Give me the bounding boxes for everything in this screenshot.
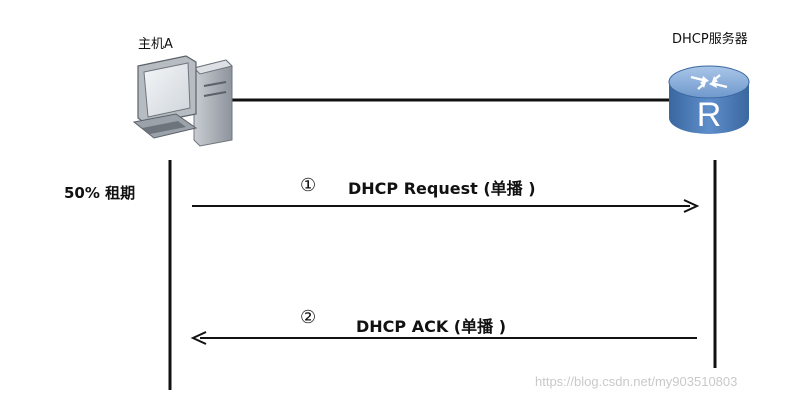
router-icon-letter: R <box>697 96 722 134</box>
server-label: DHCP服务器 <box>672 32 748 47</box>
step-2-message: DHCP ACK (单播 ) <box>356 317 507 336</box>
host-label: 主机A <box>138 37 173 52</box>
lease-label: 50% 租期 <box>64 184 136 202</box>
router-icon <box>668 65 750 134</box>
watermark-text: https://blog.csdn.net/my903510803 <box>535 374 738 389</box>
step-1-message: DHCP Request (单播 ) <box>348 179 536 198</box>
step-1-number: ① <box>300 175 317 196</box>
desktop-computer-icon <box>132 55 233 147</box>
request-arrow <box>192 199 700 213</box>
step-2-number: ② <box>300 307 317 328</box>
ack-arrow <box>190 331 697 345</box>
